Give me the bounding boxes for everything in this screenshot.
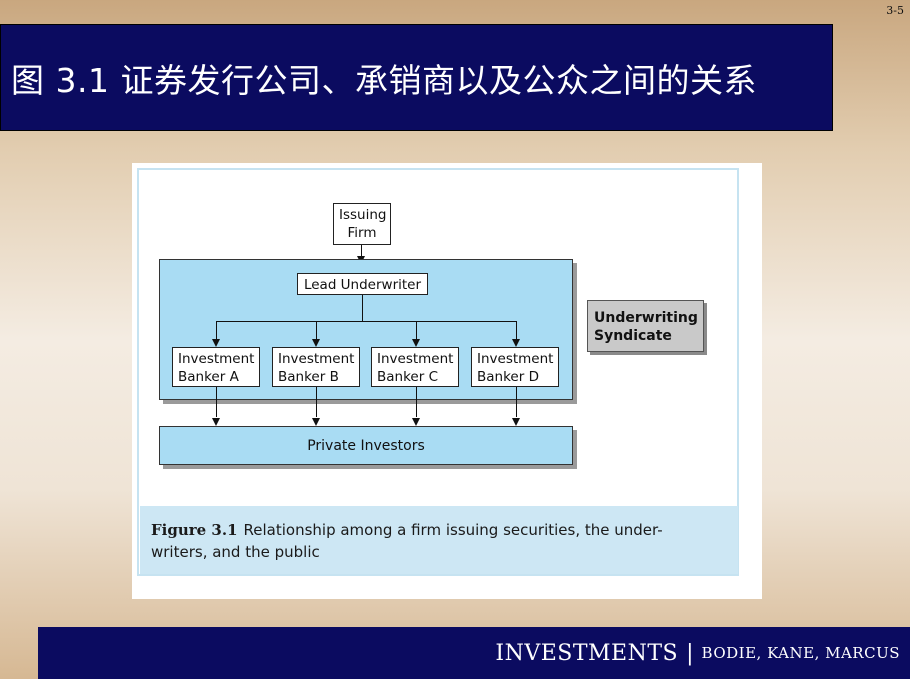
lead-underwriter-box: Lead Underwriter [297,273,428,295]
slide-number: 3-5 [886,4,904,17]
footer-separator: | [686,640,694,666]
connector-line [416,387,417,417]
investment-banker-c-box: Investment Banker C [371,347,459,387]
footer-bar: INVESTMENTS | BODIE, KANE, MARCUS [38,627,910,679]
connector-line [216,321,217,340]
arrow-head [212,339,220,347]
arrow-head [512,418,520,426]
issuing-firm-box: Issuing Firm [333,203,391,245]
private-investors-box: Private Investors [159,426,573,465]
connector-line [316,387,317,417]
title-bar: 图 3.1 证券发行公司、承销商以及公众之间的关系 [0,24,833,131]
connector-line [216,321,517,322]
arrow-head [312,339,320,347]
slide-title: 图 3.1 证券发行公司、承销商以及公众之间的关系 [11,60,757,100]
arrow-head [412,418,420,426]
footer-authors: BODIE, KANE, MARCUS [701,644,900,662]
figure-label: Figure 3.1 [151,521,238,539]
connector-line [516,321,517,340]
arrow-head [412,339,420,347]
underwriting-syndicate-label: Underwriting Syndicate [587,300,704,352]
connector-line [316,321,317,340]
connector-line [516,387,517,417]
connector-line [216,387,217,417]
figure-panel: Issuing Firm Lead Underwriter Investment… [132,163,762,599]
arrow-head [512,339,520,347]
private-investors-label: Private Investors [307,437,425,454]
investment-banker-a-box: Investment Banker A [172,347,260,387]
connector-line [362,295,363,321]
investment-banker-b-box: Investment Banker B [272,347,360,387]
investment-banker-d-box: Investment Banker D [471,347,559,387]
caption-box [140,506,738,574]
arrow-head [312,418,320,426]
footer-book-title: INVESTMENTS [495,640,679,666]
connector-line [416,321,417,340]
caption-text: Relationship among a firm issuing securi… [151,521,663,561]
arrow-head [212,418,220,426]
connector-line [361,245,362,258]
